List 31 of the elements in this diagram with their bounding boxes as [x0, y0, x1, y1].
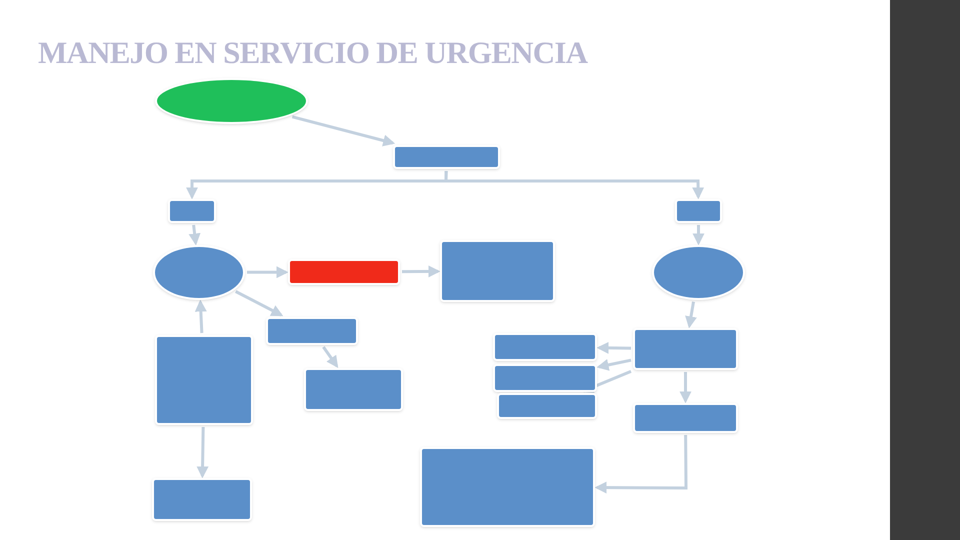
connector-arrow: [596, 358, 632, 371]
process-box: [633, 328, 738, 370]
process-box: [393, 145, 500, 169]
process-box: [152, 478, 252, 521]
connector-arrow: [402, 265, 440, 278]
connector-arrow: [594, 434, 688, 494]
process-box: [675, 199, 722, 223]
process-box: [420, 447, 595, 527]
connector-arrow: [196, 426, 209, 478]
slide-title: MANEJO EN SERVICIO DE URGENCIA: [38, 34, 588, 72]
connector-arrow: [235, 290, 284, 316]
connector-arrow: [692, 225, 704, 246]
connector-arrow: [680, 372, 692, 404]
connector-arrow: [596, 342, 632, 354]
process-box: [155, 335, 253, 425]
process-box: [266, 317, 358, 345]
process-box: [288, 259, 400, 285]
connector-arrow: [292, 115, 396, 146]
process-box: [168, 199, 216, 223]
connector-arrow: [444, 170, 704, 200]
connector-arrow: [247, 266, 288, 278]
connector-arrow: [685, 302, 697, 328]
process-box: [493, 333, 597, 361]
process-box: [304, 368, 403, 411]
process-box: [440, 240, 555, 302]
process-box: [633, 403, 738, 433]
process-box: [497, 393, 597, 419]
connector-arrow: [194, 300, 207, 334]
process-box: [493, 364, 597, 392]
connector-arrow: [188, 224, 201, 246]
connector-arrow: [322, 346, 338, 368]
